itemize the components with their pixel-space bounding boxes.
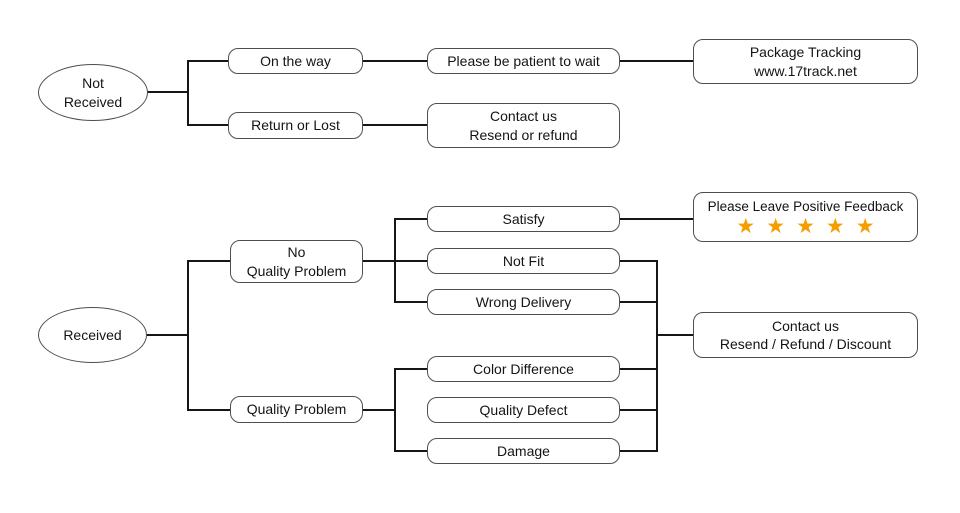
node-label: www.17track.net: [754, 62, 857, 79]
node-label: Quality Defect: [479, 401, 568, 418]
star-rating: ★ ★ ★ ★ ★: [736, 216, 874, 237]
node-label: Package Tracking: [749, 44, 862, 61]
connector-line: [394, 260, 428, 262]
node-label: Not: [82, 75, 104, 92]
node-label: Damage: [497, 442, 550, 459]
node-wrong-delivery: Wrong Delivery: [427, 289, 620, 315]
node-not-fit: Not Fit: [427, 248, 620, 274]
connector-line: [147, 91, 188, 93]
node-label: Received: [63, 93, 123, 110]
node-label: Color Difference: [473, 360, 574, 377]
node-label: Not Fit: [502, 252, 545, 269]
node-color-difference: Color Difference: [427, 356, 620, 382]
node-label: Resend / Refund / Discount: [719, 336, 892, 352]
node-label: Received: [63, 326, 122, 343]
connector-line: [619, 60, 694, 62]
node-satisfy: Satisfy: [427, 206, 620, 232]
connector-line: [656, 334, 694, 336]
node-damage: Damage: [427, 438, 620, 464]
connector-line: [362, 260, 396, 262]
node-label: Please Leave Positive Feedback: [707, 198, 904, 214]
node-label: Quality Problem: [246, 262, 347, 279]
node-be-patient: Please be patient to wait: [427, 48, 620, 74]
connector-line: [187, 124, 229, 126]
node-return-or-lost: Return or Lost: [228, 112, 363, 139]
connector-line: [187, 260, 189, 410]
connector-line: [619, 218, 694, 220]
connector-line: [619, 450, 658, 452]
node-label: Please be patient to wait: [447, 52, 600, 69]
node-label: Contact us: [772, 317, 839, 334]
node-no-quality-problem: No Quality Problem: [230, 240, 363, 283]
node-label: Satisfy: [502, 210, 545, 227]
star-icon: ★: [736, 215, 756, 239]
node-on-the-way: On the way: [228, 48, 363, 74]
connector-line: [394, 368, 428, 370]
node-label: No: [287, 244, 306, 261]
connector-line: [394, 301, 428, 303]
star-icon: ★: [825, 215, 845, 239]
node-label: Resend or refund: [469, 126, 578, 143]
connector-line: [362, 60, 428, 62]
star-icon: ★: [855, 215, 875, 239]
connector-line: [362, 124, 428, 126]
connector-line: [619, 301, 658, 303]
connector-line: [394, 218, 428, 220]
node-positive-feedback: Please Leave Positive Feedback ★ ★ ★ ★ ★: [693, 192, 918, 242]
node-quality-defect: Quality Defect: [427, 397, 620, 423]
node-not-received: Not Received: [38, 64, 148, 121]
connector-line: [656, 260, 658, 452]
connector-line: [187, 60, 189, 126]
node-contact-received: Contact us Resend / Refund / Discount: [693, 312, 918, 358]
connector-line: [187, 409, 231, 411]
node-package-tracking: Package Tracking www.17track.net: [693, 39, 918, 84]
connector-line: [146, 334, 188, 336]
connector-line: [187, 260, 231, 262]
connector-line: [619, 409, 658, 411]
node-label: Quality Problem: [246, 401, 347, 418]
node-label: Contact us: [490, 108, 557, 125]
star-icon: ★: [766, 215, 786, 239]
node-quality-problem: Quality Problem: [230, 396, 363, 423]
node-label: Wrong Delivery: [475, 293, 572, 310]
node-label: Return or Lost: [251, 117, 340, 134]
node-contact-not-received: Contact us Resend or refund: [427, 103, 620, 148]
connector-line: [619, 368, 658, 370]
connector-line: [362, 409, 396, 411]
node-label: On the way: [260, 52, 331, 69]
star-icon: ★: [796, 215, 815, 239]
connector-line: [619, 260, 658, 262]
connector-line: [394, 368, 396, 452]
connector-line: [187, 60, 229, 62]
connector-line: [394, 450, 428, 452]
node-received: Received: [38, 307, 147, 363]
